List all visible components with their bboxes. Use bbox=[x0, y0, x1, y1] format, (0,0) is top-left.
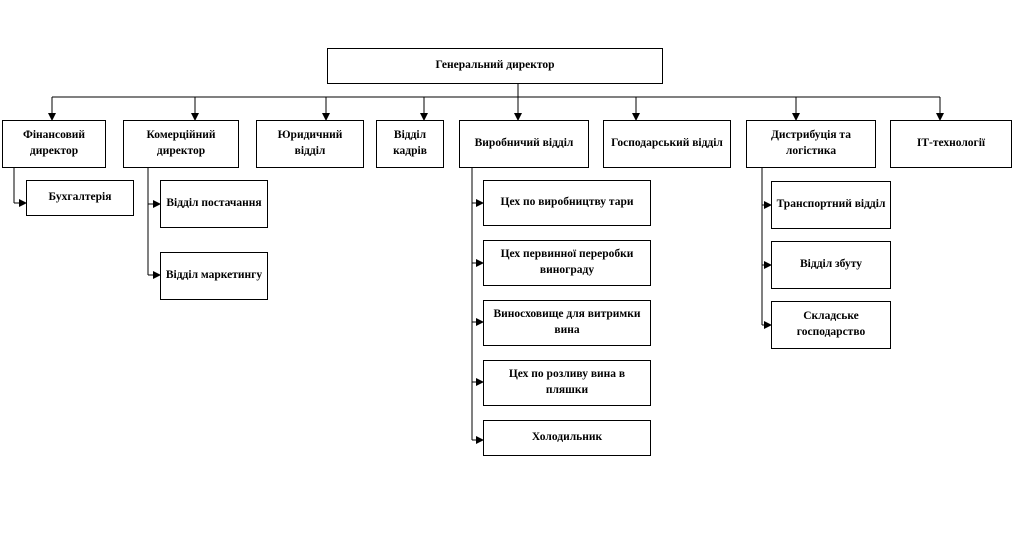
dept-it: ІТ-технології bbox=[890, 120, 1012, 168]
dept-production: Виробничий відділ bbox=[459, 120, 589, 168]
unit-refrigerator: Холодильник bbox=[483, 420, 651, 456]
dept-commercial: Комерційний директор bbox=[123, 120, 239, 168]
dept-legal: Юридичний відділ bbox=[256, 120, 364, 168]
unit-grape-processing: Цех первинної переробки винограду bbox=[483, 240, 651, 286]
dept-finance: Фінансовий директор bbox=[2, 120, 106, 168]
dept-logistics: Дистрибуція та логістика bbox=[746, 120, 876, 168]
unit-warehouse: Складське господарство bbox=[771, 301, 891, 349]
unit-bottling-workshop: Цех по розливу вина в пляшки bbox=[483, 360, 651, 406]
unit-sales: Відділ збуту bbox=[771, 241, 891, 289]
unit-wine-storage: Виносховище для витримки вина bbox=[483, 300, 651, 346]
unit-procurement: Відділ постачання bbox=[160, 180, 268, 228]
dept-household: Господарський відділ bbox=[603, 120, 731, 168]
unit-accounting: Бухгалтерія bbox=[26, 180, 134, 216]
unit-transport: Транспортний відділ bbox=[771, 181, 891, 229]
dept-hr: Відділ кадрів bbox=[376, 120, 444, 168]
ceo-box: Генеральний директор bbox=[327, 48, 663, 84]
unit-marketing: Відділ маркетингу bbox=[160, 252, 268, 300]
unit-container-workshop: Цех по виробництву тари bbox=[483, 180, 651, 226]
